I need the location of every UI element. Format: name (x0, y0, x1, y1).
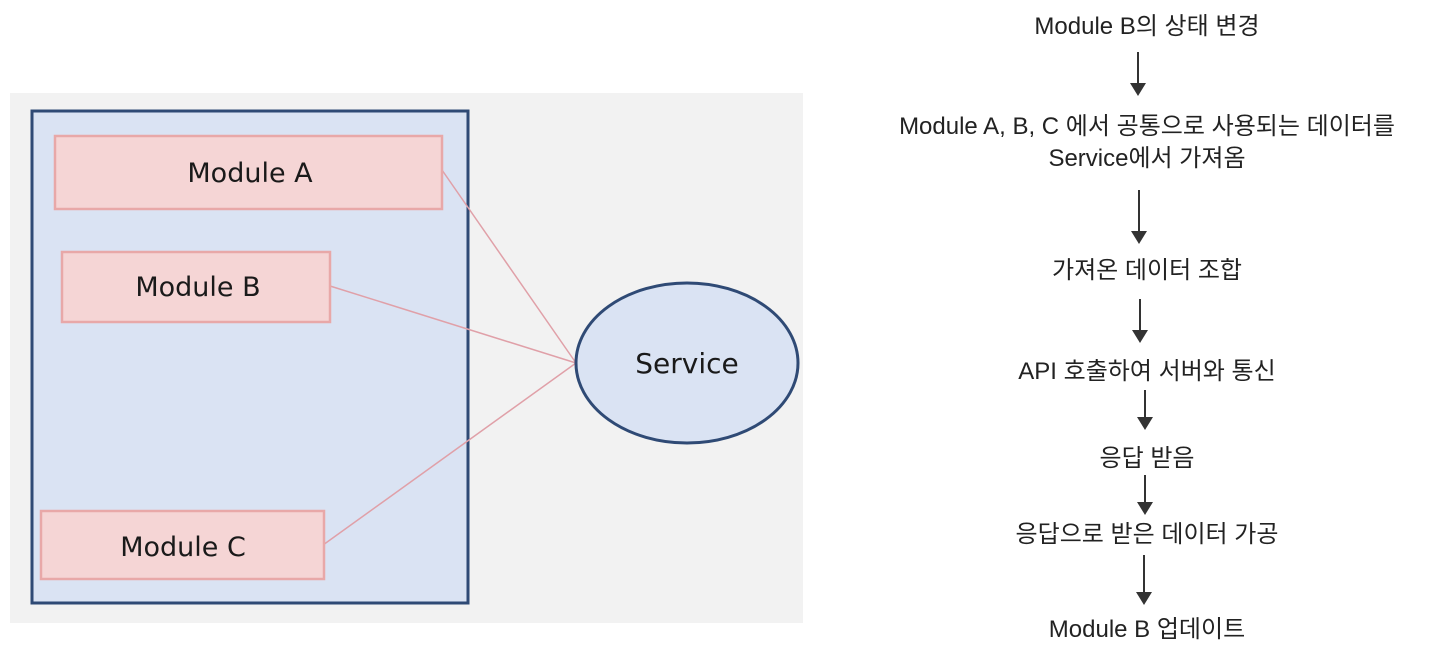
flow-step-7-text: Module B 업데이트 (1048, 616, 1246, 643)
module-b-box (60, 250, 332, 324)
connector-module-b (329, 285, 577, 364)
flow-step-3-text: 가져온 데이터 조합 (1052, 257, 1242, 284)
flow-step-6: 응답으로 받은 데이터 가공 (850, 519, 1444, 551)
module-a-label: Module A (187, 158, 313, 189)
flow-step-4: API 호출하여 서버와 통신 (850, 356, 1444, 388)
flow-arrow-2 (1129, 190, 1149, 244)
flow-step-2: Module A, B, C 에서 공통으로 사용되는 데이터를 Service… (850, 111, 1444, 175)
module-a-box (53, 134, 444, 211)
architecture-diagram: Module A Module B Module C Service (30, 109, 800, 605)
flow-step-6-text: 응답으로 받은 데이터 가공 (1015, 521, 1279, 548)
module-b-label: Module B (135, 272, 260, 303)
flow-arrow-4 (1135, 390, 1155, 430)
service-label: Service (635, 347, 738, 380)
flow-step-1: Module B의 상태 변경 (850, 11, 1444, 43)
flow-arrow-3 (1130, 299, 1150, 343)
flow-step-7: Module B 업데이트 (850, 614, 1444, 646)
connector-module-a (441, 169, 577, 364)
flow-arrow-6 (1134, 555, 1154, 605)
connector-module-c (322, 362, 577, 546)
flow-step-4-text: API 호출하여 서버와 통신 (1018, 358, 1276, 385)
flow-step-3: 가져온 데이터 조합 (850, 255, 1444, 287)
service-ellipse (574, 281, 800, 445)
diagram-panel: Module A Module B Module C Service (10, 93, 803, 623)
flow-arrow-5 (1135, 475, 1155, 515)
flow-arrow-1 (1128, 52, 1148, 96)
flow-step-2-line1: Module A, B, C 에서 공통으로 사용되는 데이터를 (899, 113, 1395, 140)
flow-step-5-text: 응답 받음 (1099, 445, 1195, 472)
module-c-label: Module C (120, 532, 246, 563)
flow-step-1-text: Module B의 상태 변경 (1034, 13, 1260, 40)
flow-step-5: 응답 받음 (850, 443, 1444, 475)
flow-step-2-line2: Service에서 가져옴 (1048, 145, 1246, 172)
module-c-box (39, 509, 326, 581)
